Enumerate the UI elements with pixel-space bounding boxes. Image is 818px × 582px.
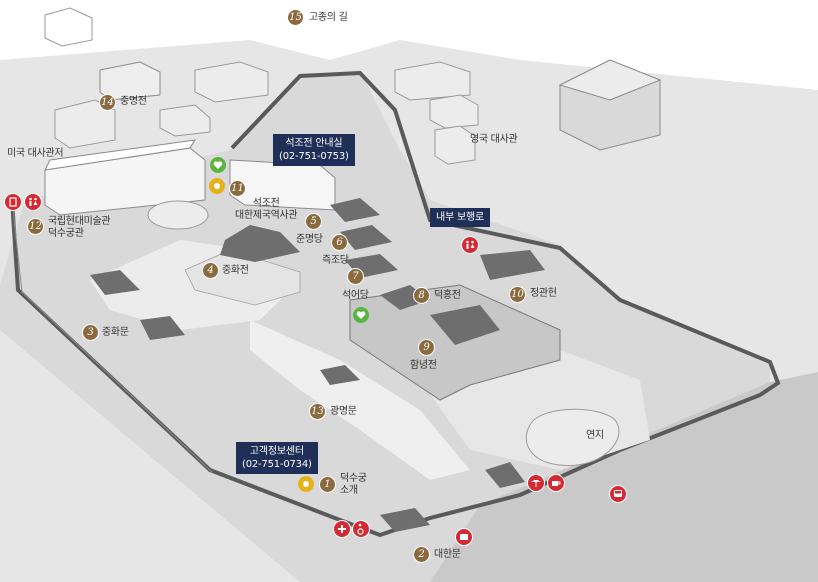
- landmark-label-13: 광명문: [330, 406, 357, 417]
- wheelchair-icon[interactable]: [352, 520, 370, 538]
- pond: [525, 408, 620, 467]
- street-area: [430, 372, 818, 582]
- seokjojeon-info-title: 석조전 안내실: [285, 138, 343, 149]
- jung-hwa-jeon: [220, 225, 300, 262]
- sun-icon[interactable]: [298, 476, 314, 492]
- landmark-badge-2[interactable]: 2: [413, 546, 430, 563]
- landmark-badge-10[interactable]: 10: [509, 286, 526, 303]
- seokjojeon-info-phone: (02-751-0753): [279, 151, 349, 162]
- landmark-badge-8[interactable]: 8: [413, 287, 430, 304]
- outside-building: [44, 7, 93, 47]
- visitor-center-title: 고객정보센터: [249, 446, 304, 457]
- landmark-badge-5[interactable]: 5: [305, 213, 322, 230]
- jungmyeongjeon-building: [99, 61, 161, 101]
- uk-embassy-building: [394, 61, 471, 101]
- landmark-badge-12[interactable]: 12: [27, 218, 44, 235]
- inner-path-title: 내부 보행로: [436, 212, 484, 223]
- us-ambassador-label: 미국 대사관저: [7, 148, 64, 159]
- landmark-label-15: 고종의 길: [309, 12, 348, 23]
- landmark-badge-15[interactable]: 15: [287, 9, 304, 26]
- seokjojeon-info-box[interactable]: 석조전 안내실 (02-751-0753): [273, 134, 355, 166]
- bus-icon[interactable]: [609, 485, 627, 503]
- landmark-badge-7[interactable]: 7: [347, 268, 364, 285]
- landmark-badge-4[interactable]: 4: [202, 262, 219, 279]
- fountain-garden: [147, 200, 209, 230]
- restroom-icon[interactable]: [461, 236, 479, 254]
- landmark-label-11: 석조전 대한제국역사관: [235, 198, 298, 221]
- inner-path: [250, 320, 470, 480]
- outside-building: [54, 99, 116, 149]
- heart-icon[interactable]: [210, 157, 226, 173]
- landmark-label-14: 중명전: [120, 96, 147, 107]
- cafe-icon[interactable]: [527, 474, 545, 492]
- jeonggwanheon: [480, 250, 545, 280]
- landmark-label-5: 준명당: [296, 234, 323, 245]
- landmark-label-9: 함녕전: [410, 360, 437, 371]
- first-aid-icon[interactable]: [333, 520, 351, 538]
- pond-label: 연지: [586, 430, 604, 441]
- landmark-label-6: 즉조당: [322, 255, 349, 266]
- junghwamun-gate: [90, 270, 140, 295]
- locker-icon[interactable]: [4, 193, 22, 211]
- landmark-label-2: 대한문: [434, 549, 461, 560]
- landmark-badge-9[interactable]: 9: [418, 339, 435, 356]
- sun-icon[interactable]: [209, 178, 225, 194]
- outside-building: [194, 61, 269, 103]
- restroom-icon[interactable]: [24, 193, 42, 211]
- landmark-badge-11[interactable]: 11: [229, 180, 246, 197]
- landmark-label-4: 중화전: [222, 265, 249, 276]
- landmark-badge-13[interactable]: 13: [309, 403, 326, 420]
- outside-building: [434, 125, 476, 165]
- palace-wall: [10, 70, 781, 538]
- daehanmun-gate: [380, 508, 430, 532]
- landmark-label-3: 중화문: [102, 327, 129, 338]
- landmark-badge-14[interactable]: 14: [99, 94, 116, 111]
- gwangmyeongmun-gate: [320, 365, 360, 385]
- inner-path-info-box[interactable]: 내부 보행로: [430, 208, 490, 227]
- landmark-label-1: 덕수궁 소개: [340, 473, 367, 496]
- heart-icon[interactable]: [353, 307, 369, 323]
- visitor-center-info-box[interactable]: 고객정보센터 (02-751-0734): [236, 442, 318, 474]
- uk-embassy-label: 영국 대사관: [470, 134, 518, 145]
- landmark-label-7: 석어당: [342, 290, 369, 301]
- ticket-icon[interactable]: [455, 528, 473, 546]
- landmark-badge-1[interactable]: 1: [319, 476, 336, 493]
- cafe-icon[interactable]: [547, 474, 565, 492]
- outside-building: [429, 94, 479, 129]
- landmark-label-8: 덕홍전: [434, 290, 461, 301]
- landmark-label-12: 국립현대미술관 덕수궁관: [48, 216, 111, 239]
- landmark-badge-6[interactable]: 6: [331, 234, 348, 251]
- landmark-badge-3[interactable]: 3: [82, 324, 99, 341]
- outside-building: [159, 104, 211, 137]
- visitor-center-phone: (02-751-0734): [242, 459, 312, 470]
- landmark-label-10: 정관헌: [530, 288, 557, 299]
